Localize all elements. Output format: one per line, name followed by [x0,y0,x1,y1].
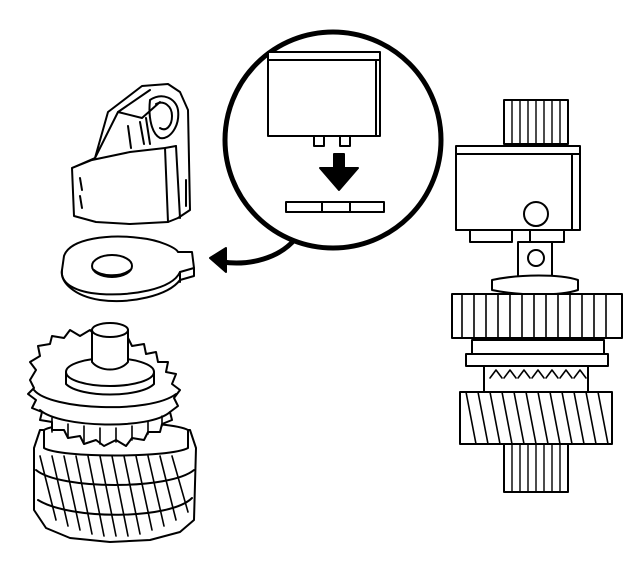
gear-stack-icon [27,322,197,543]
thrust-washer-with-tab-icon [60,235,195,302]
countershaft-assembly-icon [451,99,623,493]
magnified-detail-view-icon [222,29,444,251]
thrust-block-icon [71,83,191,225]
downward-arrow-icon [319,153,359,191]
curved-callout-arrow-icon [209,235,299,273]
